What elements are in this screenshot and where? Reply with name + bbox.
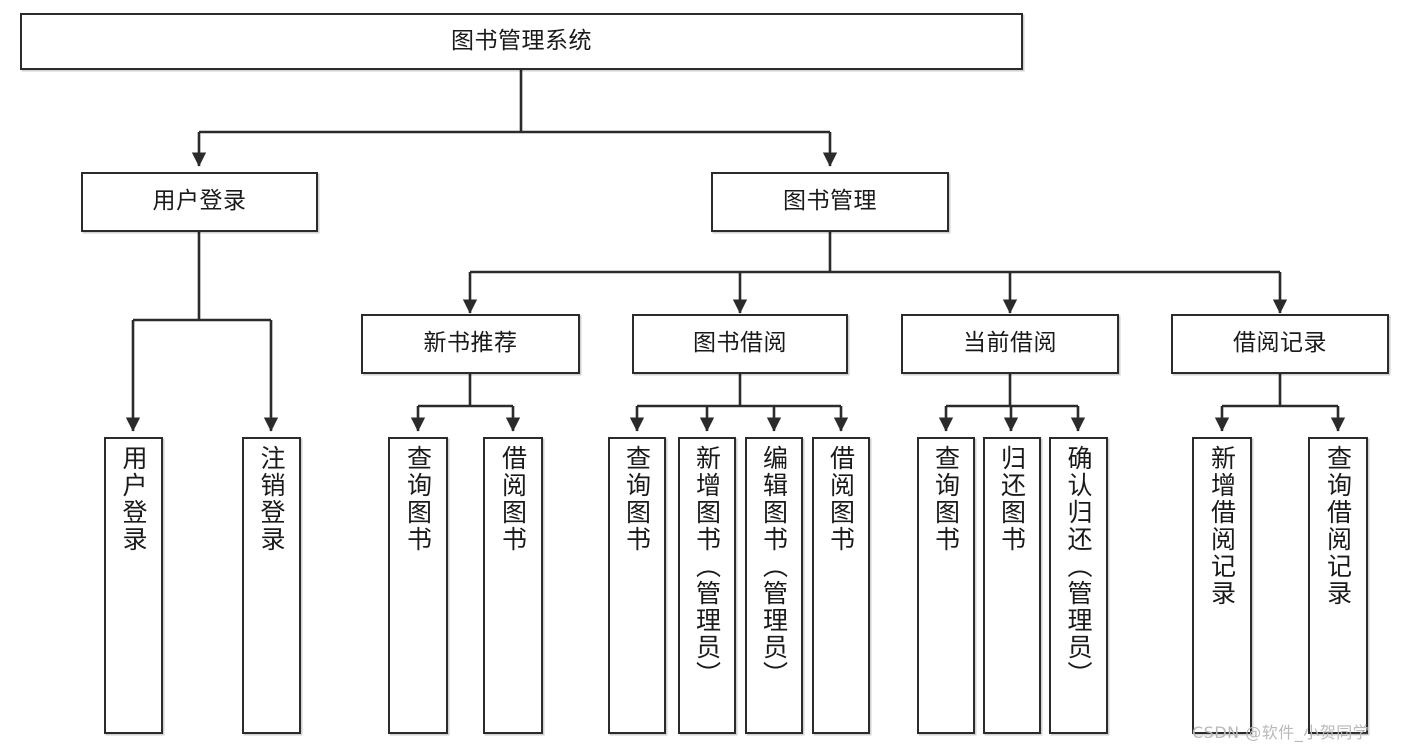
leaf-query-record[interactable]: 查询借阅记录 xyxy=(1308,437,1368,734)
node-new-book-recommend[interactable]: 新书推荐 xyxy=(361,314,580,374)
leaf-confirm-return[interactable]: 确认归还（管理员） xyxy=(1049,437,1108,734)
leaf-query-book-3-label: 查询图书 xyxy=(931,445,961,553)
node-book-borrow-label: 图书借阅 xyxy=(693,330,787,357)
node-root[interactable]: 图书管理系统 xyxy=(20,13,1023,70)
leaf-return-book-label: 归还图书 xyxy=(997,445,1027,553)
leaf-user-login-label: 用户登录 xyxy=(119,445,148,553)
leaf-query-book-1[interactable]: 查询图书 xyxy=(388,437,448,734)
leaf-query-book-2[interactable]: 查询图书 xyxy=(608,437,666,734)
leaf-edit-book[interactable]: 编辑图书（管理员） xyxy=(745,437,803,734)
csdn-watermark: CSDN @软件_小贺同学 xyxy=(1192,723,1370,742)
node-borrow-record-label: 借阅记录 xyxy=(1233,330,1327,357)
leaf-borrow-book-1-label: 借阅图书 xyxy=(498,445,528,553)
node-book-manage-label: 图书管理 xyxy=(783,188,877,215)
leaf-add-book[interactable]: 新增图书（管理员） xyxy=(678,437,736,734)
leaf-return-book[interactable]: 归还图书 xyxy=(983,437,1041,734)
leaf-edit-book-label: 编辑图书（管理员） xyxy=(759,445,789,688)
node-current-borrow-label: 当前借阅 xyxy=(963,330,1057,357)
node-user-login-label: 用户登录 xyxy=(152,188,247,215)
leaf-borrow-book-2[interactable]: 借阅图书 xyxy=(812,437,870,734)
leaf-logout[interactable]: 注销登录 xyxy=(242,437,301,734)
leaf-query-book-2-label: 查询图书 xyxy=(622,445,652,553)
leaf-query-book-3[interactable]: 查询图书 xyxy=(917,437,975,734)
leaf-add-record-label: 新增借阅记录 xyxy=(1207,445,1237,607)
node-root-label: 图书管理系统 xyxy=(451,27,592,54)
node-new-book-recommend-label: 新书推荐 xyxy=(423,330,518,357)
leaf-logout-label: 注销登录 xyxy=(257,445,286,553)
node-borrow-record[interactable]: 借阅记录 xyxy=(1171,314,1389,374)
leaf-query-book-1-label: 查询图书 xyxy=(403,445,433,553)
node-book-manage[interactable]: 图书管理 xyxy=(711,172,949,232)
node-book-borrow[interactable]: 图书借阅 xyxy=(632,314,848,374)
leaf-add-book-label: 新增图书（管理员） xyxy=(692,445,722,688)
leaf-borrow-book-2-label: 借阅图书 xyxy=(826,445,856,553)
leaf-add-record[interactable]: 新增借阅记录 xyxy=(1192,437,1252,734)
leaf-confirm-return-label: 确认归还（管理员） xyxy=(1064,445,1093,688)
leaf-borrow-book-1[interactable]: 借阅图书 xyxy=(483,437,543,734)
leaf-user-login[interactable]: 用户登录 xyxy=(104,437,163,734)
node-user-login[interactable]: 用户登录 xyxy=(81,172,318,232)
leaf-query-record-label: 查询借阅记录 xyxy=(1323,445,1353,607)
node-current-borrow[interactable]: 当前借阅 xyxy=(901,314,1119,374)
